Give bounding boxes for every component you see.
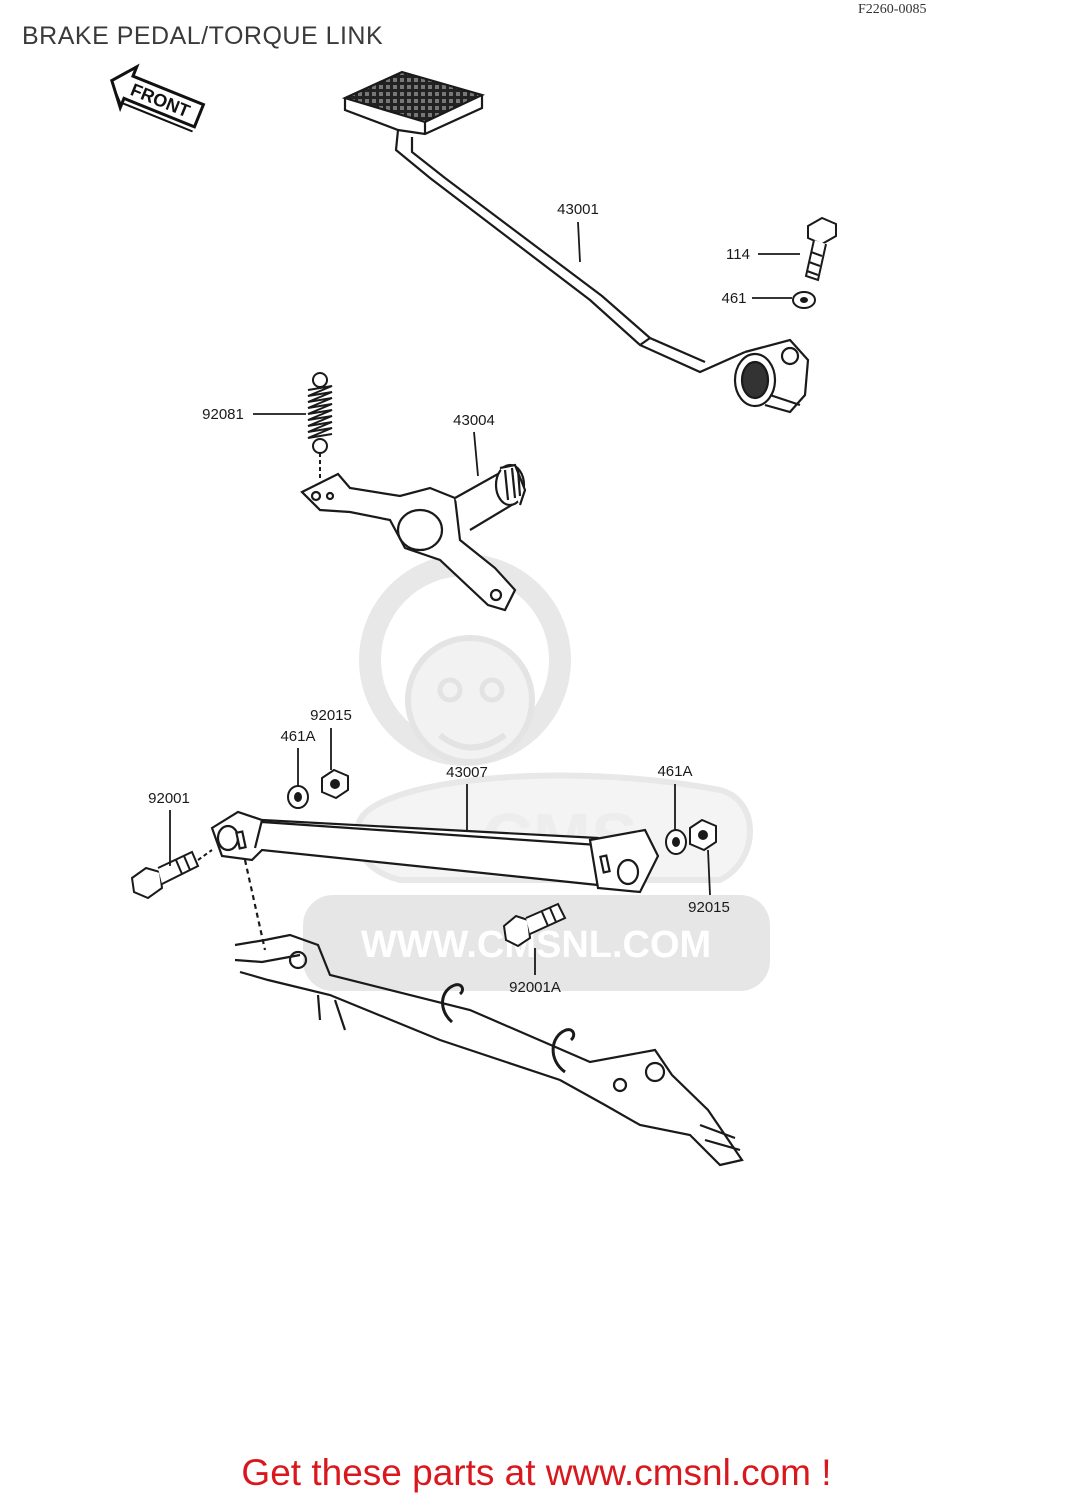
callout-92001: 92001 [148,790,190,807]
diagram-code: F2260-0085 [858,2,927,17]
bolt-92001A [502,902,567,948]
bolt-114 [804,216,837,282]
washer-461A-right [665,829,687,855]
torque-link-43007 [210,810,660,894]
callout-92015-right: 92015 [688,899,730,916]
callout-461A-left: 461A [280,728,315,745]
parts-diagram: CMS WWW.CMSNL.COM FRONT [109,63,837,1167]
clip-right [551,1028,576,1074]
swing-arm [234,859,744,1167]
nut-92015-left [321,768,349,800]
callout-461: 461 [721,290,746,307]
callout-43001: 43001 [557,201,599,218]
callout-92001A: 92001A [509,979,561,996]
leader-lines [169,221,800,975]
washer-461A-left [287,785,309,809]
callout-43004: 43004 [453,412,495,429]
brake-pedal-43001 [341,70,810,414]
callout-92015-left: 92015 [310,707,352,724]
get-parts-link[interactable]: Get these parts at www.cmsnl.com ! [241,1452,832,1493]
spring-92081 [307,372,333,478]
bolt-92001 [130,849,213,900]
clip-left [441,983,464,1024]
callout-92081: 92081 [202,406,244,423]
washer-461 [792,291,816,309]
page-title: BRAKE PEDAL/TORQUE LINK [22,22,384,50]
brake-lever-43004 [300,463,527,612]
callout-43007: 43007 [446,764,488,781]
front-direction-arrow [109,63,206,133]
callout-461A-right: 461A [657,763,692,780]
callout-114: 114 [726,246,750,263]
nut-92015-right [689,818,717,852]
